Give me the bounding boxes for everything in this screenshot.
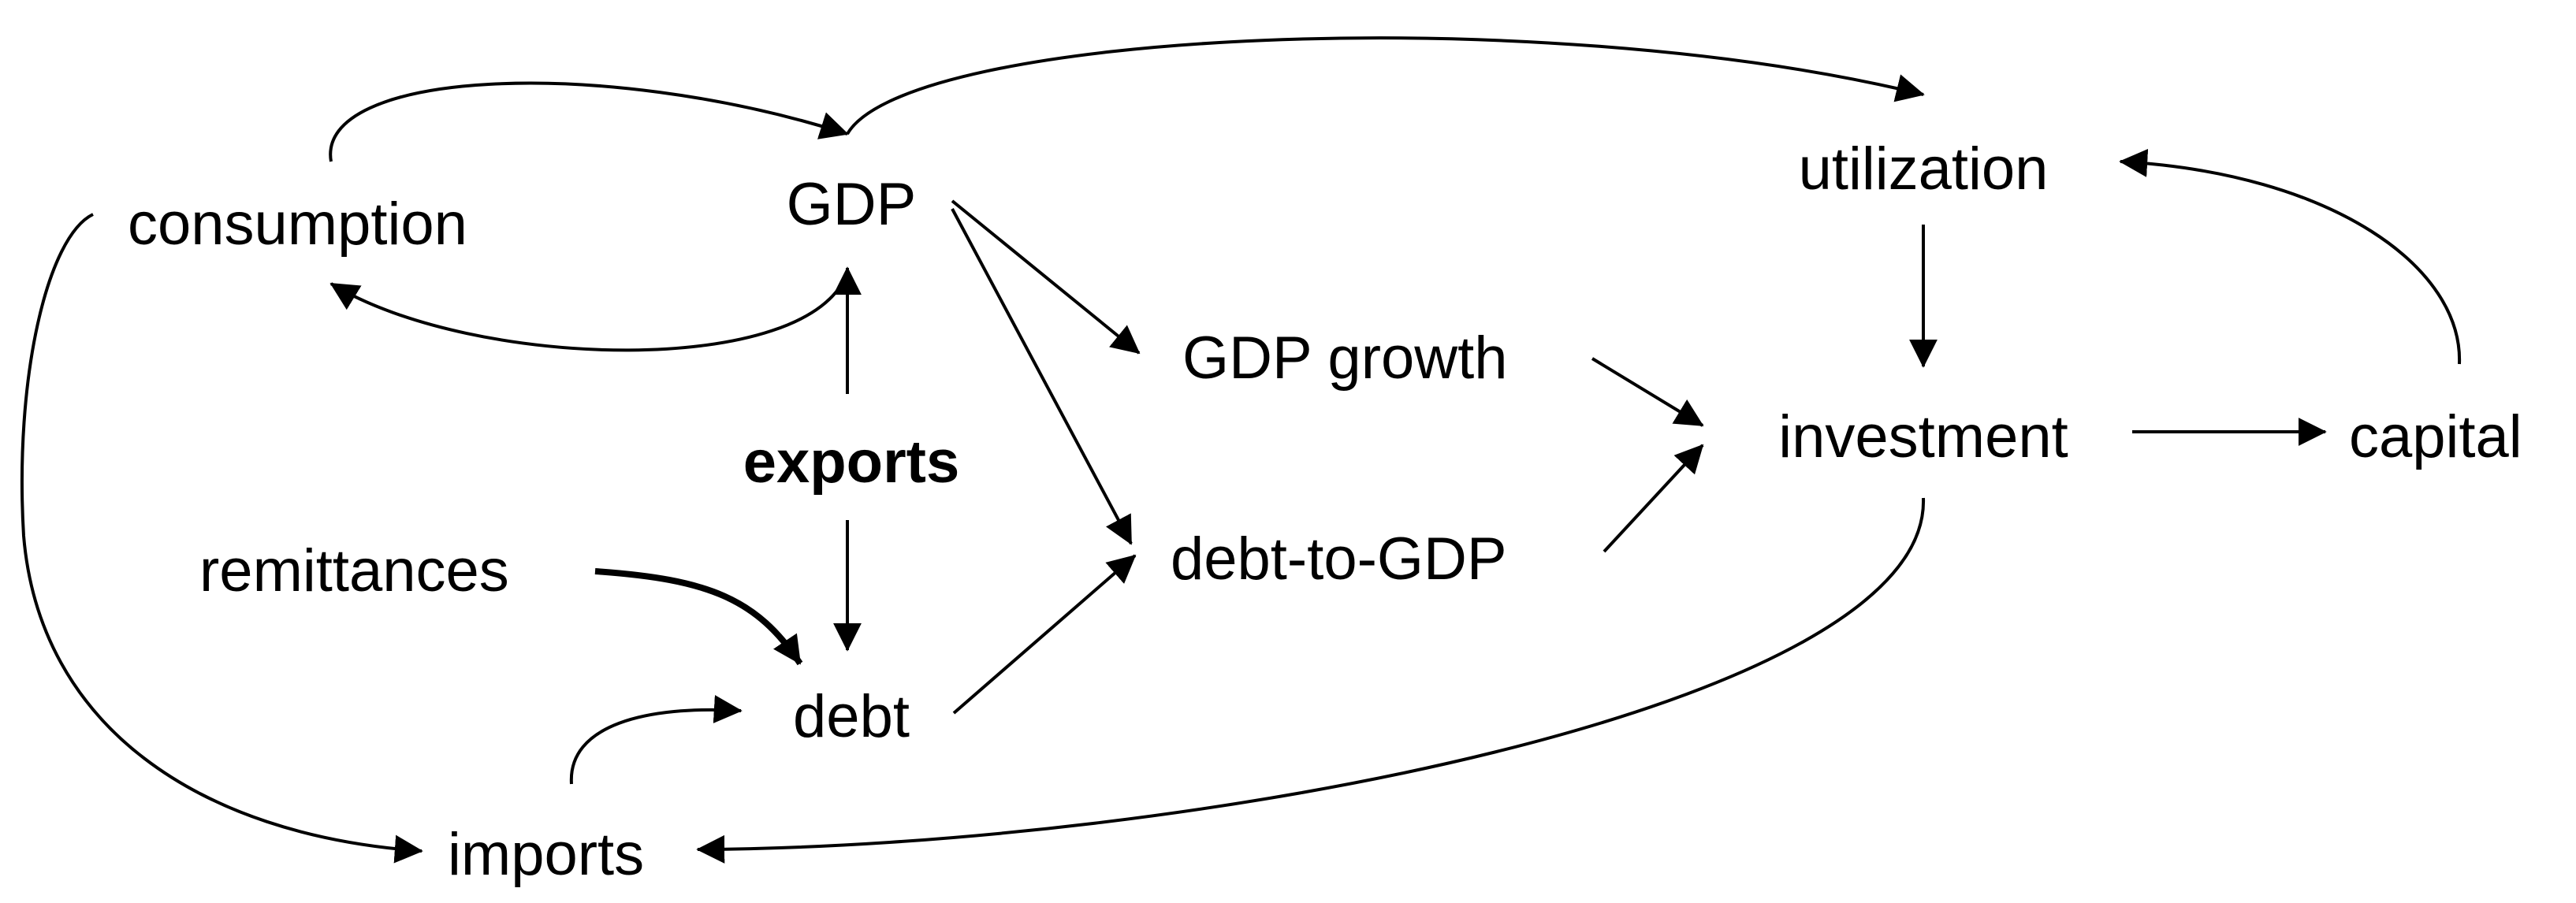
edge-gdp-to-utilization: [846, 36, 1925, 136]
edge-consumption-to-gdp: [329, 81, 849, 162]
node-remittances: remittances: [199, 537, 509, 604]
node-gdp-growth: GDP growth: [1182, 325, 1508, 392]
edge-debt-to-gdp-to-investment: [1603, 444, 1704, 553]
edge-gdp-to-debt-to-gdp: [951, 208, 1133, 545]
edge-debt-to-debt-to-gdp: [952, 554, 1137, 715]
edge-remittances-to-debt: [594, 568, 803, 666]
edge-gdp-growth-to-investment: [1591, 357, 1704, 427]
node-utilization: utilization: [1799, 136, 2049, 203]
edge-investment-to-imports: [696, 497, 1926, 864]
edge-consumption-to-imports: [20, 213, 423, 864]
node-debt: debt: [793, 683, 910, 750]
node-investment: investment: [1778, 403, 2068, 470]
node-gdp: GDP: [787, 171, 917, 238]
node-imports: imports: [448, 821, 644, 888]
edge-capital-to-utilization: [2119, 148, 2462, 365]
node-capital: capital: [2349, 403, 2522, 470]
node-exports: exports: [743, 429, 960, 496]
edges: [20, 36, 2462, 864]
node-debt-to-gdp: debt-to-GDP: [1171, 526, 1507, 593]
edge-gdp-to-gdp-growth: [951, 199, 1141, 355]
edge-imports-to-debt: [569, 695, 743, 785]
edge-gdp-to-consumption: [329, 271, 849, 352]
node-consumption: consumption: [128, 191, 467, 258]
nodes: GDP consumption utilization GDP growth i…: [128, 136, 2522, 888]
